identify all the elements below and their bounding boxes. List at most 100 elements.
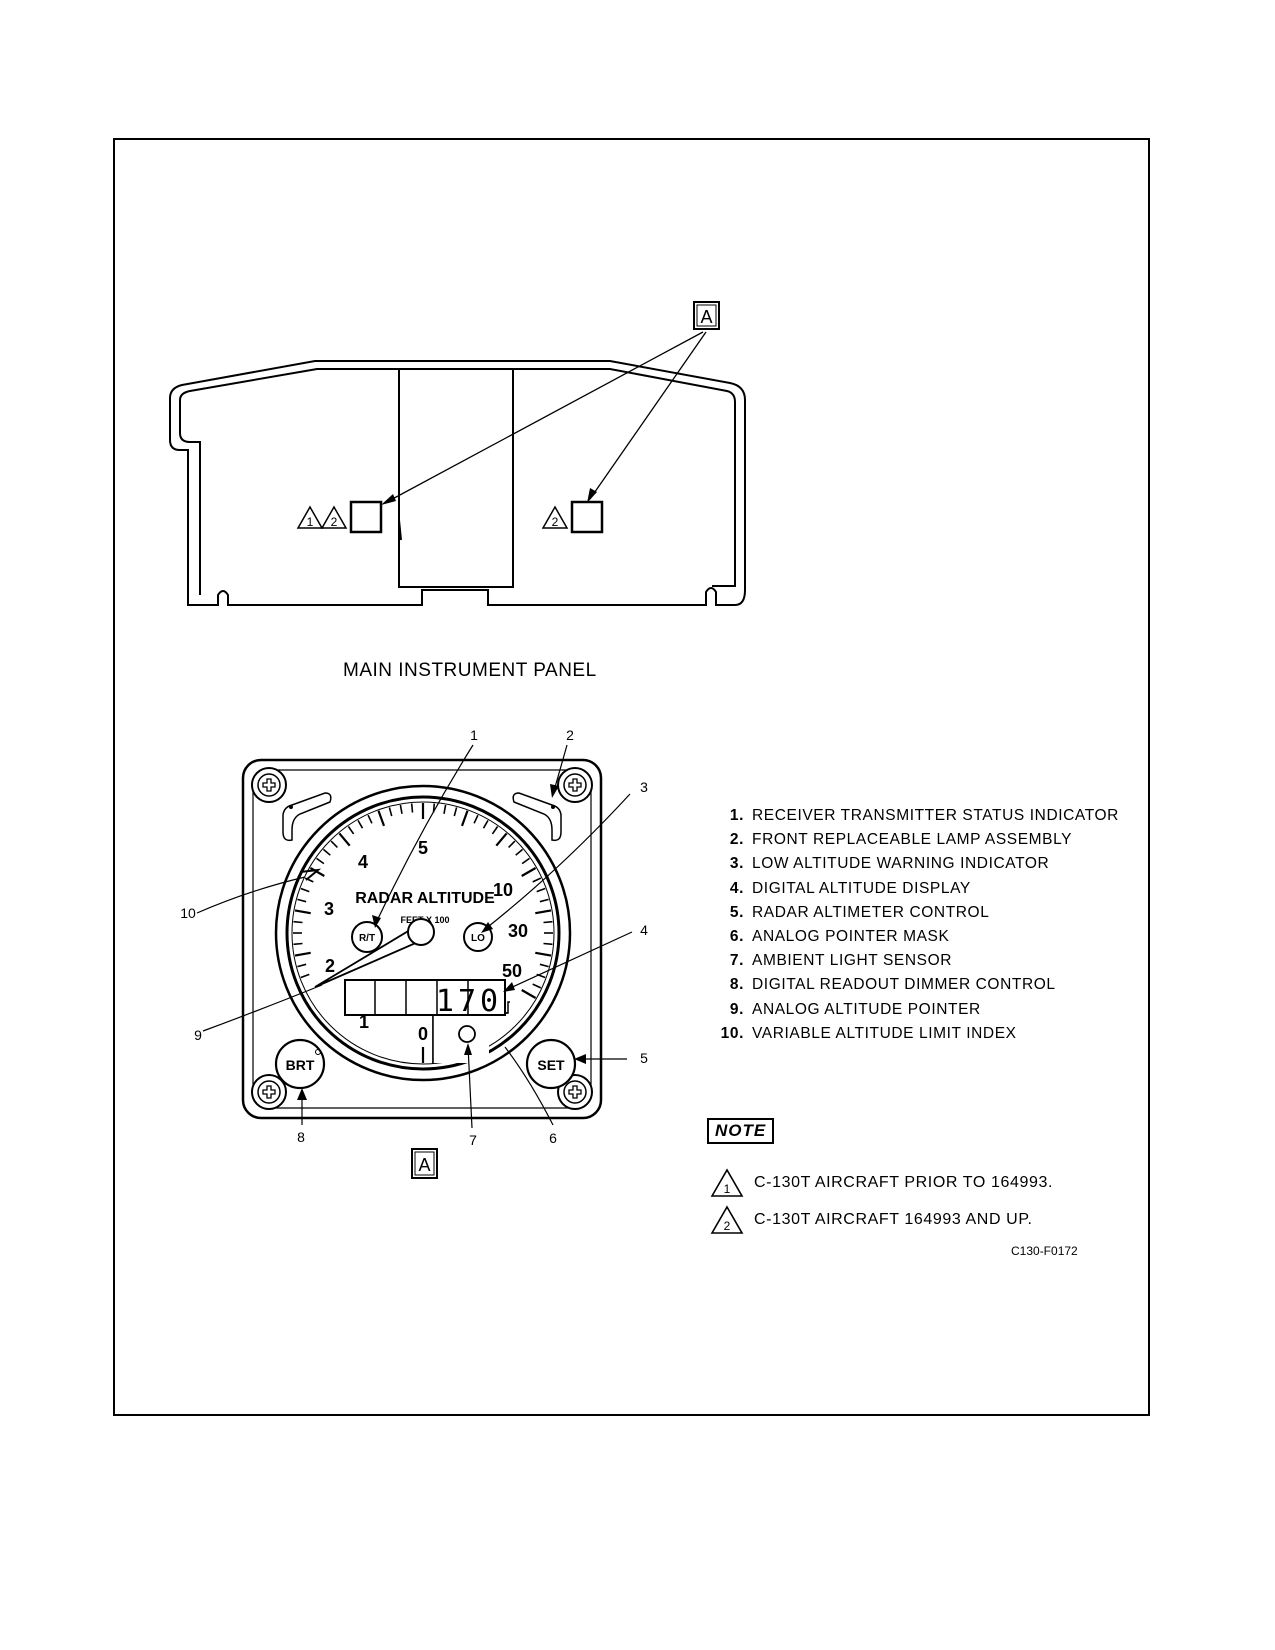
- dial-tick: [367, 814, 373, 824]
- scale-label-5: 5: [418, 838, 428, 858]
- note-item-1: C-130T AIRCRAFT PRIOR TO 164993.: [754, 1174, 1054, 1191]
- dial-tick: [453, 807, 458, 817]
- legend-item: 9.ANALOG ALTITUDE POINTER: [729, 1000, 981, 1018]
- marker-1-text: 1: [307, 515, 314, 529]
- panel-marker-left: 1 2: [296, 500, 383, 534]
- dial-tick: [294, 951, 311, 957]
- view-a-callout-bottom: A: [411, 1148, 438, 1179]
- ambient-light-sensor: [458, 1025, 476, 1043]
- dial-tick: [377, 810, 386, 827]
- dial-tick: [482, 820, 489, 829]
- scale-label-50: 50: [502, 961, 522, 981]
- analog-altitude-pointer: [314, 918, 435, 988]
- dial-tick: [543, 920, 553, 924]
- dial-tick: [297, 963, 307, 968]
- dial-tick: [309, 867, 325, 877]
- callout-arrowheads: [297, 784, 586, 1100]
- dial-tick: [293, 942, 303, 946]
- dial-tick: [347, 826, 355, 835]
- dial-tick: [491, 826, 499, 835]
- svg-text:1: 1: [724, 1182, 731, 1196]
- lamp-assembly-left: [282, 792, 332, 842]
- dial-tick: [294, 909, 311, 915]
- scale-label-10: 10: [493, 880, 513, 900]
- scale-label-4: 4: [358, 852, 368, 872]
- dial-tick: [460, 810, 469, 827]
- dial-tick: [399, 804, 403, 814]
- dial-tick: [539, 963, 549, 968]
- digital-readout-value: 170: [436, 984, 502, 1019]
- callout-6: 6: [549, 1130, 557, 1146]
- dial-tick: [535, 909, 552, 915]
- callout-1: 1: [470, 727, 478, 743]
- scale-label-1: 1: [359, 1012, 369, 1032]
- dial-tick: [316, 857, 325, 865]
- dial-tick: [293, 920, 303, 924]
- dial-tick: [388, 807, 393, 817]
- brt-dimmer-control[interactable]: BRT: [274, 1038, 326, 1090]
- scale-label-30: 30: [508, 921, 528, 941]
- note-title: NOTE: [707, 1118, 775, 1144]
- figure-id: C130-F0172: [1011, 1244, 1078, 1258]
- dial-tick: [297, 898, 307, 903]
- dial-tick: [532, 983, 542, 989]
- legend-item: 2.FRONT REPLACEABLE LAMP ASSEMBLY: [729, 831, 1073, 849]
- set-control-knob[interactable]: SET: [525, 1038, 577, 1090]
- scale-label-2: 2: [325, 956, 335, 976]
- dial-tick: [300, 973, 310, 979]
- view-a-letter-top: A: [700, 307, 712, 327]
- dial-tick: [338, 832, 351, 847]
- dial-tick: [300, 887, 310, 893]
- dial-tick: [543, 942, 553, 946]
- dial-tick: [535, 951, 552, 957]
- dial-tick: [539, 898, 549, 903]
- note-triangle-1: 1: [710, 1168, 744, 1197]
- callout-8: 8: [297, 1129, 305, 1145]
- rt-status-indicator: R/T: [351, 921, 383, 953]
- scale-label-3: 3: [324, 899, 334, 919]
- legend-item: 8.DIGITAL READOUT DIMMER CONTROL: [729, 976, 1056, 994]
- legend-item: 6.ANALOG POINTER MASK: [729, 927, 950, 945]
- gauge-title: RADAR ALTITUDE: [355, 890, 495, 907]
- corner-screw-tr: [557, 767, 593, 803]
- brt-label: BRT: [286, 1057, 315, 1073]
- dial-tick: [443, 804, 447, 814]
- dial-tick: [473, 814, 479, 824]
- legend-item: 7.AMBIENT LIGHT SENSOR: [729, 952, 953, 970]
- scale-label-0: 0: [418, 1024, 428, 1044]
- dial-tick: [521, 867, 537, 877]
- callout-2: 2: [566, 727, 574, 743]
- view-a-letter-bottom: A: [418, 1155, 430, 1175]
- dial-tick: [536, 887, 546, 893]
- dial-tick: [357, 820, 364, 829]
- dial-ticks: [293, 803, 553, 1063]
- digital-altitude-display: 170: [344, 979, 506, 1019]
- dial-tick: [521, 989, 537, 999]
- callout-4: 4: [640, 922, 648, 938]
- lamp-assembly-right: [512, 792, 562, 842]
- dial-tick: [532, 877, 542, 883]
- marker-2-text: 2: [331, 515, 338, 529]
- dial-tick: [515, 848, 524, 856]
- figure-frame: [113, 138, 1150, 1416]
- dial-tick: [330, 840, 338, 848]
- callout-5: 5: [640, 1050, 648, 1066]
- legend-item: 5.RADAR ALTIMETER CONTROL: [729, 903, 990, 921]
- dial-tick: [322, 848, 331, 856]
- corner-screw-tl: [251, 767, 287, 803]
- panel-title: MAIN INSTRUMENT PANEL: [343, 660, 597, 681]
- radar-altimeter-indicator: 0 1 2 3 4 5 10 30 50 RADAR ALTITUDE FEET…: [241, 758, 603, 1120]
- dial-tick: [495, 832, 508, 847]
- indicator-bezel: [241, 758, 603, 1120]
- lo-label: LO: [471, 933, 485, 944]
- rt-label: R/T: [359, 933, 375, 944]
- dial-tick: [410, 803, 414, 813]
- note-triangle-2: 2: [710, 1205, 744, 1234]
- altitude-limit-index: [299, 868, 322, 881]
- callout-9: 9: [194, 1027, 202, 1043]
- callout-leaders: [196, 744, 633, 1129]
- marker-2-text-right: 2: [552, 515, 559, 529]
- panel-marker-right: 2: [541, 500, 604, 534]
- callout-7: 7: [469, 1132, 477, 1148]
